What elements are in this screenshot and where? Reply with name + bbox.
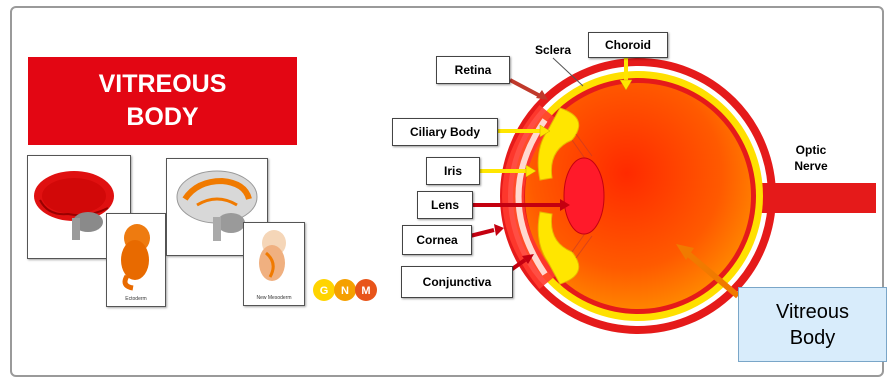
lens-shape [564, 158, 604, 234]
vitreous-line-1: Vitreous [739, 299, 886, 325]
label-ciliary-body: Ciliary Body [392, 118, 498, 146]
label-conjunctiva: Conjunctiva [401, 266, 513, 298]
label-lens: Lens [417, 191, 473, 219]
optic-nerve-line-2: Nerve [780, 158, 842, 174]
vitreous-line-2: Body [739, 325, 886, 351]
label-sclera: Sclera [526, 42, 580, 58]
label-iris: Iris [426, 157, 480, 185]
label-cornea: Cornea [402, 225, 472, 255]
label-optic-nerve: Optic Nerve [780, 142, 842, 174]
label-retina: Retina [436, 56, 510, 84]
cornea-pointer [470, 230, 494, 236]
optic-nerve-line-1: Optic [780, 142, 842, 158]
label-vitreous-body: Vitreous Body [738, 287, 887, 362]
label-choroid: Choroid [588, 32, 668, 58]
